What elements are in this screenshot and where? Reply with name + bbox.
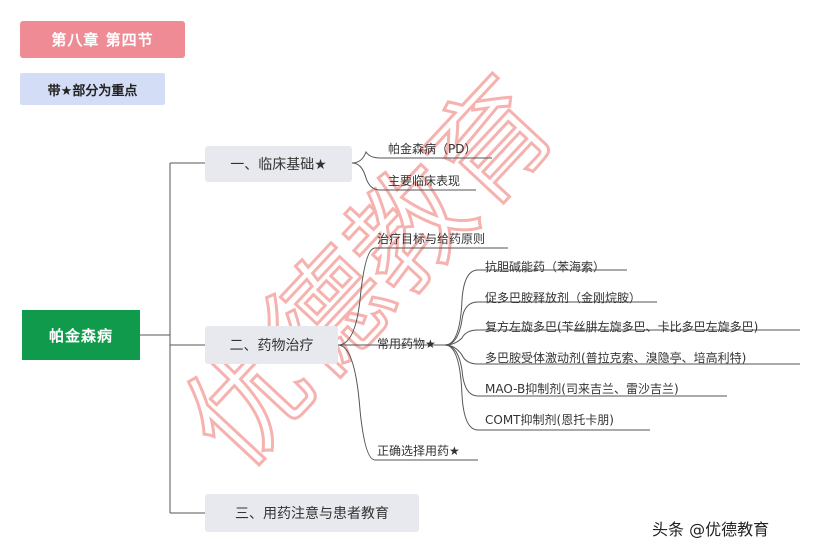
leaf-anticholinergic[interactable]: 抗胆碱能药（苯海索） [485, 260, 606, 274]
leaf-clinical-manifestations[interactable]: 主要临床表现 [388, 174, 461, 188]
leaf-treatment-goals[interactable]: 治疗目标与给药原则 [377, 232, 486, 246]
chapter-tag: 第八章 第四节 [20, 21, 185, 58]
leaf-drug-selection[interactable]: 正确选择用药★ [377, 444, 460, 458]
leaf-levodopa-compound[interactable]: 复方左旋多巴(苄丝肼左旋多巴、卡比多巴左旋多巴) [485, 320, 759, 334]
footer-credit: 头条 @优德教育 [652, 520, 770, 539]
leaf-comt-inhibitor[interactable]: COMT抑制剂(恩托卡朋) [485, 413, 614, 427]
leaf-maob-inhibitor[interactable]: MAO-B抑制剂(司来吉兰、雷沙吉兰) [485, 382, 679, 396]
key-points-note: 带★部分为重点 [20, 73, 165, 105]
branch-drug-therapy[interactable]: 二、药物治疗 [205, 326, 338, 364]
leaf-pd-definition[interactable]: 帕金森病（PD） [388, 142, 477, 156]
mindmap-root[interactable]: 帕金森病 [22, 310, 140, 360]
leaf-common-drugs[interactable]: 常用药物★ [377, 337, 436, 351]
branch-clinical-basis[interactable]: 一、临床基础★ [205, 146, 352, 182]
branch-medication-notes[interactable]: 三、用药注意与患者教育 [205, 494, 419, 532]
leaf-dopamine-release[interactable]: 促多巴胺释放剂（金刚烷胺） [485, 291, 642, 305]
leaf-dopamine-agonist[interactable]: 多巴胺受体激动剂(普拉克索、溴隐亭、培高利特) [485, 351, 747, 365]
